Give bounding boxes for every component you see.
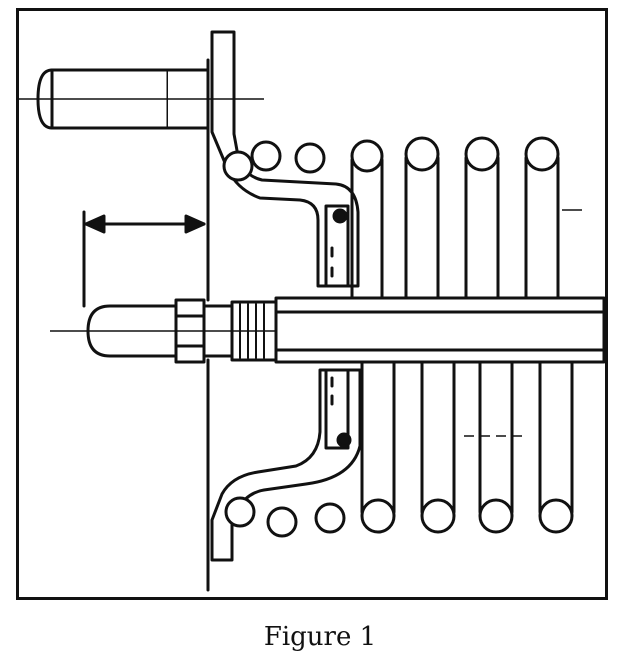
dimension-arrow [82, 210, 206, 308]
spring-coils-lower [224, 360, 574, 538]
figure-caption: Figure 1 [263, 622, 377, 652]
spring-coils-upper [222, 136, 560, 300]
seal-ring-lower [324, 368, 352, 450]
seal-ring-upper [324, 204, 350, 288]
centre-lines [16, 98, 582, 437]
figure-frame [16, 8, 608, 600]
central-shaft [274, 296, 606, 364]
